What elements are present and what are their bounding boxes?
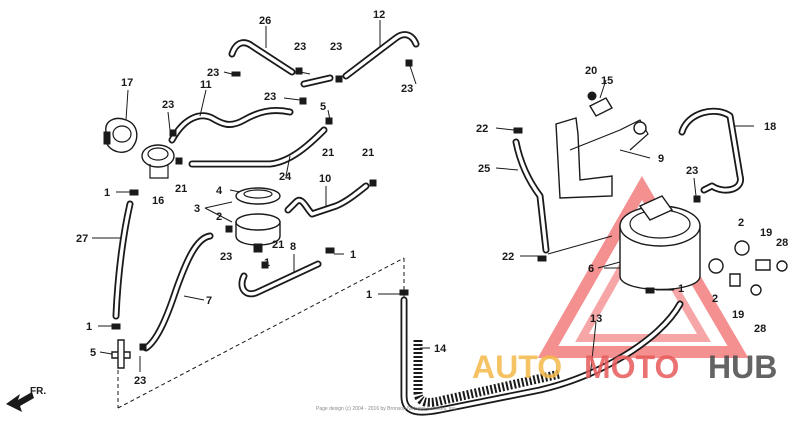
hose-11[interactable] <box>168 106 294 144</box>
callout-2[interactable]: 2 <box>738 217 744 229</box>
hose-12[interactable] <box>342 31 420 80</box>
grommet-2[interactable] <box>708 240 750 274</box>
reservoir-6[interactable] <box>619 195 701 291</box>
callout-21[interactable]: 21 <box>175 183 187 195</box>
bracket-9[interactable] <box>555 117 649 199</box>
callout-23[interactable]: 23 <box>401 83 413 95</box>
callout-20[interactable]: 20 <box>585 65 597 77</box>
clamps[interactable] <box>111 59 701 351</box>
pipe-13[interactable] <box>400 296 684 416</box>
callout-25[interactable]: 25 <box>478 163 490 175</box>
callout-21[interactable]: 21 <box>362 147 374 159</box>
bracket-15[interactable] <box>587 91 613 117</box>
callout-7[interactable]: 7 <box>206 295 212 307</box>
callout-2[interactable]: 2 <box>712 293 718 305</box>
callout-23[interactable]: 23 <box>686 165 698 177</box>
callout-23[interactable]: 23 <box>294 41 306 53</box>
callout-1[interactable]: 1 <box>104 187 110 199</box>
callout-28[interactable]: 28 <box>776 237 788 249</box>
callout-17[interactable]: 17 <box>121 77 133 89</box>
callout-23[interactable]: 23 <box>207 67 219 79</box>
callout-16[interactable]: 16 <box>152 195 164 207</box>
copyright-notice: Page design (c) 2004 - 2016 by Bronson N… <box>316 406 457 412</box>
front-arrow-icon <box>6 392 34 412</box>
hose-10[interactable] <box>284 182 370 218</box>
callout-14[interactable]: 14 <box>434 343 447 355</box>
callout-24[interactable]: 24 <box>279 171 292 183</box>
callout-21[interactable]: 21 <box>322 147 334 159</box>
callout-23[interactable]: 23 <box>162 99 174 111</box>
hose-26[interactable] <box>228 39 296 76</box>
callout-5[interactable]: 5 <box>90 347 96 359</box>
callout-15[interactable]: 15 <box>601 75 613 87</box>
callout-4[interactable]: 4 <box>216 185 223 197</box>
callout-23[interactable]: 23 <box>330 41 342 53</box>
callout-21[interactable]: 21 <box>272 239 284 251</box>
hose-8[interactable] <box>238 260 322 298</box>
callout-5[interactable]: 5 <box>320 101 326 113</box>
corrugated-tube-14[interactable] <box>413 340 561 407</box>
callout-10[interactable]: 10 <box>319 173 331 185</box>
callout-23[interactable]: 23 <box>264 91 276 103</box>
hose-27[interactable] <box>112 200 134 320</box>
callout-22[interactable]: 22 <box>476 123 488 135</box>
callout-22[interactable]: 22 <box>502 251 514 263</box>
callout-9[interactable]: 9 <box>658 153 664 165</box>
hose-18[interactable] <box>678 107 744 194</box>
hose-5-short[interactable] <box>300 74 334 88</box>
callout-27[interactable]: 27 <box>76 233 88 245</box>
callout-23[interactable]: 23 <box>220 251 232 263</box>
callout-1[interactable]: 1 <box>678 283 684 295</box>
callout-1[interactable]: 1 <box>366 289 372 301</box>
callout-19[interactable]: 19 <box>732 309 744 321</box>
callout-23[interactable]: 23 <box>134 375 146 387</box>
watermark-hub: HUB <box>708 349 777 385</box>
callout-26[interactable]: 26 <box>259 15 271 27</box>
callout-13[interactable]: 13 <box>590 313 602 325</box>
callout-8[interactable]: 8 <box>290 241 296 253</box>
watermark-wordmark: AUTO MOTO HUB <box>472 349 777 385</box>
watermark-moto: MOTO <box>584 349 679 385</box>
callout-1[interactable]: 1 <box>350 249 356 261</box>
bolt-19[interactable] <box>729 259 771 287</box>
valve-16[interactable] <box>141 144 175 179</box>
front-direction-label: FR. <box>30 386 46 397</box>
hose-25[interactable] <box>512 138 550 254</box>
fitting-5[interactable] <box>111 339 131 369</box>
callout-1[interactable]: 1 <box>86 321 92 333</box>
watermark-auto: AUTO <box>472 349 562 385</box>
callout-3[interactable]: 3 <box>194 203 200 215</box>
hose-7[interactable] <box>142 232 214 352</box>
bracket-17[interactable] <box>103 117 138 153</box>
callout-28[interactable]: 28 <box>754 323 766 335</box>
hose-24[interactable] <box>188 126 328 168</box>
canister-3[interactable] <box>235 187 281 253</box>
callout-1[interactable]: 1 <box>264 257 270 269</box>
callout-numbers: 26 12 23 23 23 23 23 17 11 5 23 21 21 21… <box>76 9 788 387</box>
callout-18[interactable]: 18 <box>764 121 776 133</box>
callout-12[interactable]: 12 <box>373 9 385 21</box>
front-direction-indicator: FR. <box>6 386 46 412</box>
nut-28[interactable] <box>750 260 788 296</box>
routing-lines <box>117 235 620 409</box>
callout-19[interactable]: 19 <box>760 227 772 239</box>
callout-leaders <box>92 20 754 379</box>
callout-6[interactable]: 6 <box>588 263 594 275</box>
callout-11[interactable]: 11 <box>200 79 212 91</box>
callout-2[interactable]: 2 <box>216 211 222 223</box>
